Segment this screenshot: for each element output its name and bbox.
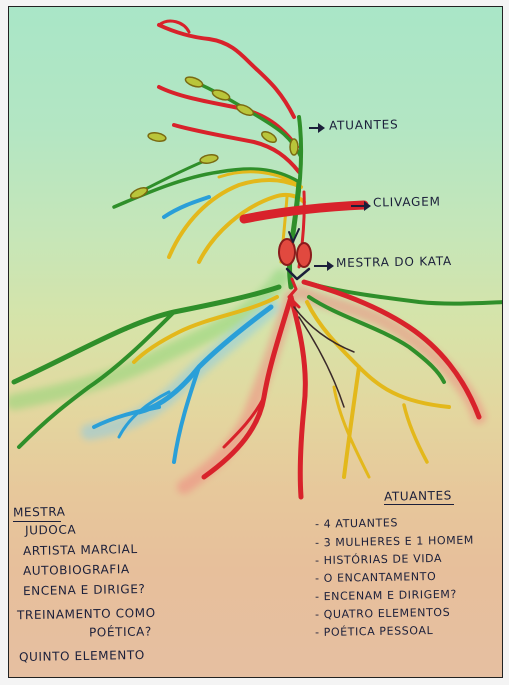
left-notes-underline [13, 521, 61, 522]
left-note-item: QUINTO ELEMENTO [19, 648, 145, 664]
photo-frame: ATUANTES CLIVAGEM MESTRA DO KATA MESTRA … [8, 6, 503, 678]
right-note-item: - POÉTICA PESSOAL [315, 624, 433, 639]
left-note-item: JUDOCA [25, 523, 76, 538]
left-note-item: AUTOBIOGRAFIA [23, 562, 130, 578]
left-note-item: TREINAMENTO COMO [17, 606, 156, 622]
arrow-atuantes [309, 127, 323, 129]
left-note-item: ARTISTA MARCIAL [23, 542, 138, 558]
left-note-item: ENCENA E DIRIGE? [23, 582, 146, 598]
right-note-item: - QUATRO ELEMENTOS [315, 606, 450, 621]
right-note-item: - ENCENAM E DIRIGEM? [315, 588, 457, 603]
right-note-item: - O ENCANTAMENTO [315, 570, 436, 585]
arrow-clivagem [351, 205, 369, 207]
arrow-mestra [314, 265, 332, 267]
right-note-item: - 3 MULHERES E 1 HOMEM [315, 534, 474, 550]
label-atuantes: ATUANTES [329, 117, 399, 132]
right-note-item: - HISTÓRIAS DE VIDA [315, 552, 442, 567]
label-mestra-do-kata: MESTRA DO KATA [336, 254, 452, 270]
right-note-item: - 4 ATUANTES [315, 516, 398, 530]
left-note-item: POÉTICA? [89, 624, 152, 639]
right-notes-title: ATUANTES [384, 488, 452, 503]
right-notes-underline [384, 504, 454, 505]
left-notes-title: MESTRA [13, 505, 66, 520]
label-clivagem: CLIVAGEM [373, 194, 441, 209]
